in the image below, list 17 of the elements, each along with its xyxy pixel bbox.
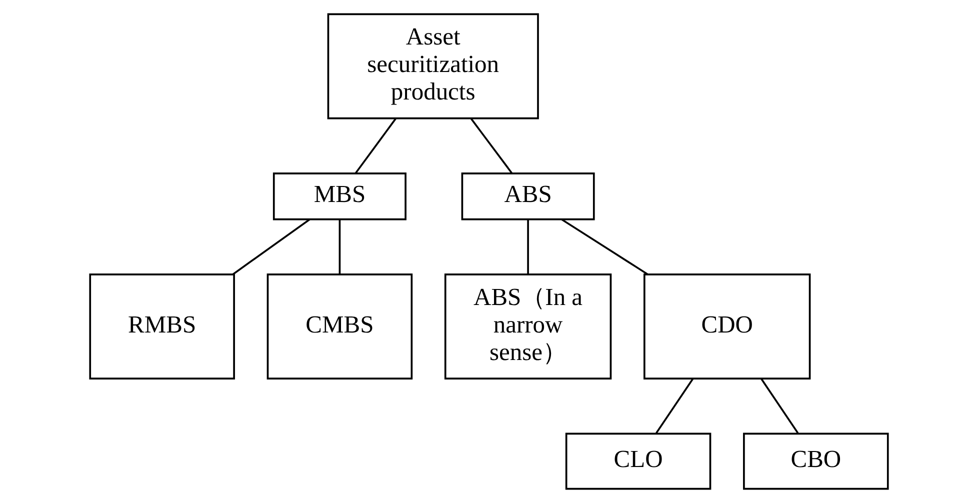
node-box: ABS (460, 172, 594, 220)
connector (354, 118, 396, 174)
connector (560, 218, 648, 275)
connector (760, 378, 798, 434)
connector (526, 219, 528, 274)
node-box: CLO (564, 432, 711, 490)
connector (470, 118, 512, 174)
node-box: RMBS (88, 274, 234, 380)
node-box: ABS（In a narrow sense） (444, 274, 612, 380)
node-box: Asset securitization products (326, 13, 538, 120)
connector (232, 218, 310, 275)
node-box: CDO (643, 274, 810, 380)
node-box: MBS (272, 172, 406, 220)
connector (338, 219, 340, 274)
connector (655, 378, 694, 434)
node-box: CMBS (266, 274, 412, 380)
node-box: CBO (742, 432, 888, 490)
